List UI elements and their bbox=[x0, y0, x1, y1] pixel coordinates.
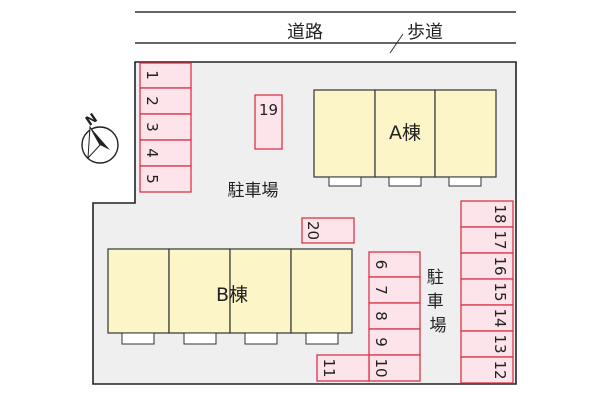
parking-space-number: 9 bbox=[372, 337, 390, 347]
parking-space-number: 10 bbox=[372, 358, 390, 377]
building-b-step bbox=[305, 332, 339, 345]
building-a-step bbox=[328, 176, 362, 187]
parking-space-number: 18 bbox=[491, 204, 509, 223]
parking-space-19: 19 bbox=[254, 94, 283, 150]
building-a-step bbox=[388, 176, 422, 187]
building-b-unit bbox=[290, 248, 353, 334]
parking-space bbox=[301, 217, 355, 244]
parking-space-number: 7 bbox=[372, 285, 390, 295]
sidewalk-leader-line bbox=[389, 33, 404, 54]
parking-space-number: 17 bbox=[491, 230, 509, 249]
parking-column-right: 18 17 16 15 14 13 12 bbox=[460, 200, 514, 384]
parking-label-right: 駐 車 場 bbox=[427, 268, 449, 336]
parking-space bbox=[460, 356, 514, 384]
parking-space-number: 19 bbox=[259, 101, 278, 119]
building-b-unit bbox=[107, 248, 170, 334]
parking-space-number: 1 bbox=[143, 70, 161, 80]
compass-needle-dark bbox=[90, 127, 110, 150]
parking-space bbox=[460, 304, 514, 332]
compass: N bbox=[81, 111, 119, 164]
parking-label-right-char: 場 bbox=[430, 316, 447, 336]
building-a-unit bbox=[313, 89, 376, 178]
parking-space bbox=[139, 165, 192, 193]
parking-space-number: 6 bbox=[372, 260, 390, 270]
road-label: 道路 bbox=[287, 22, 323, 43]
building-b-step bbox=[183, 332, 217, 345]
parking-space bbox=[316, 354, 370, 382]
building-b-step bbox=[121, 332, 155, 345]
parking-space bbox=[139, 139, 192, 167]
parking-space-number: 5 bbox=[143, 174, 161, 184]
parking-space-number: 15 bbox=[491, 282, 509, 301]
parking-space-number: 2 bbox=[143, 96, 161, 106]
parking-space-number: 12 bbox=[491, 360, 509, 379]
building-a-unit bbox=[434, 89, 497, 178]
parking-space-number: 4 bbox=[143, 148, 161, 158]
building-a-step bbox=[448, 176, 482, 187]
building-a: A棟 bbox=[313, 89, 497, 187]
parking-space-number: 20 bbox=[304, 221, 322, 240]
parking-space bbox=[460, 226, 514, 254]
parking-column-left: 1 2 3 4 5 bbox=[139, 62, 192, 193]
parking-space bbox=[368, 328, 421, 356]
parking-space bbox=[139, 113, 192, 141]
parking-space-number: 3 bbox=[143, 122, 161, 132]
parking-space-number: 16 bbox=[491, 256, 509, 275]
parking-label-right-char: 車 bbox=[427, 292, 444, 312]
parking-space bbox=[368, 251, 421, 278]
parking-label-right-char: 駐 bbox=[427, 268, 444, 288]
parking-label-center: 駐車場 bbox=[228, 181, 279, 201]
sidewalk-label: 歩道 bbox=[407, 22, 443, 43]
parking-space-number: 11 bbox=[320, 358, 338, 377]
parking-space bbox=[460, 278, 514, 306]
parking-space-11: 11 bbox=[316, 354, 370, 382]
parking-space bbox=[368, 276, 421, 304]
parking-space bbox=[368, 302, 421, 330]
building-b-step bbox=[244, 332, 278, 345]
parking-space-20: 20 bbox=[301, 217, 355, 244]
parking-space bbox=[254, 94, 283, 150]
building-b: B棟 bbox=[107, 248, 353, 345]
building-a-label: A棟 bbox=[389, 122, 421, 144]
parking-space-number: 13 bbox=[491, 334, 509, 353]
parking-column-middle: 6 7 8 9 10 bbox=[368, 251, 421, 382]
parking-space bbox=[460, 200, 514, 228]
parking-space-number: 8 bbox=[372, 311, 390, 321]
building-b-label: B棟 bbox=[216, 284, 248, 306]
parking-space-number: 14 bbox=[491, 308, 509, 327]
compass-needle-light bbox=[87, 125, 101, 160]
